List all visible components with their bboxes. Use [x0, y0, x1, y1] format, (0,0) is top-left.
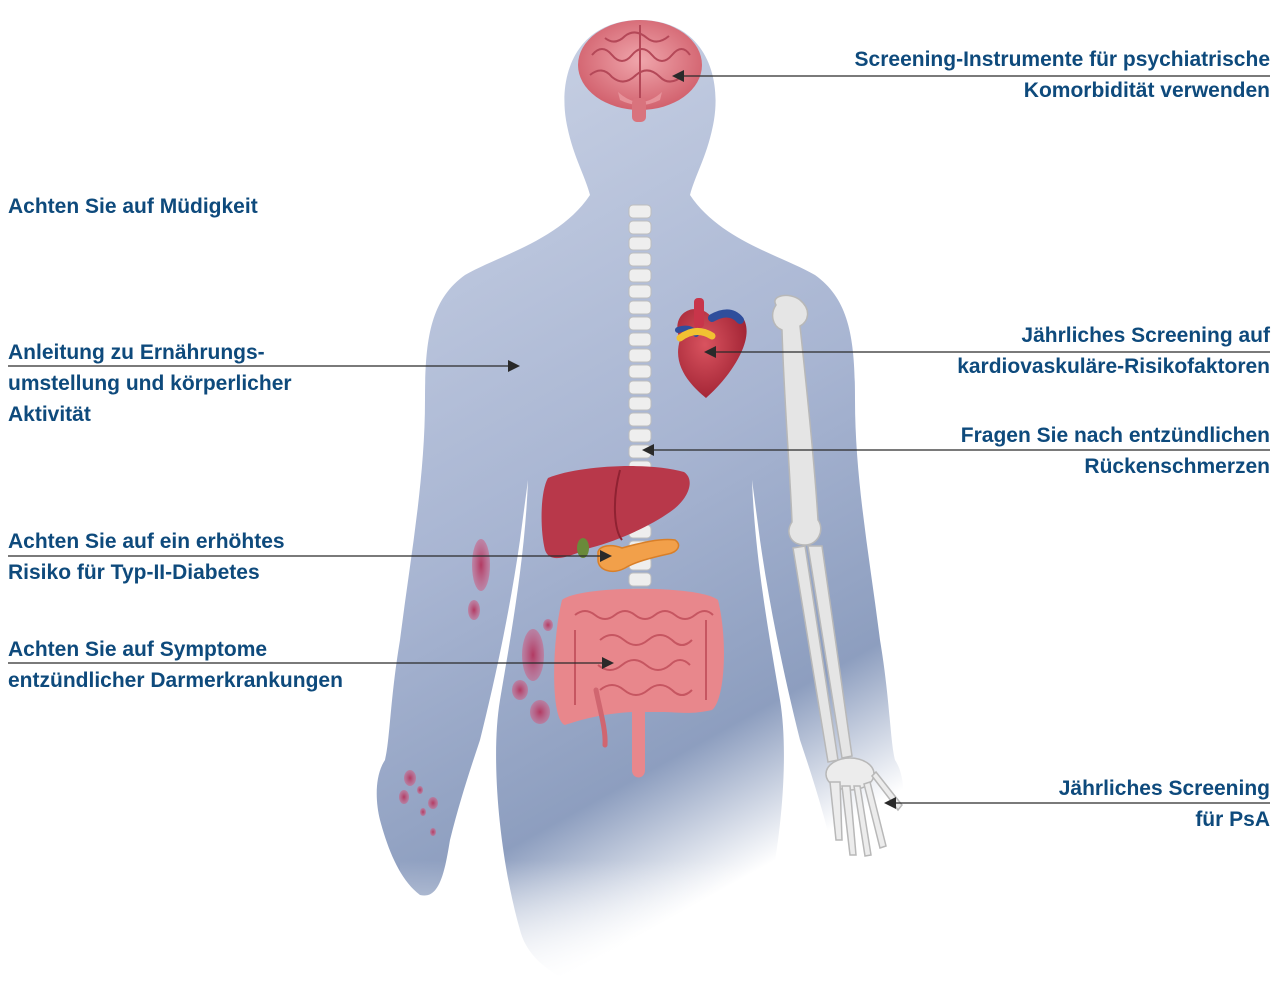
label-diabetes-risk: Achten Sie auf ein erhöhtes Risiko für T…: [8, 526, 285, 588]
label-line: Anleitung zu Ernährungs-: [8, 337, 292, 368]
label-line: Risiko für Typ-II-Diabetes: [8, 557, 285, 588]
label-line: Achten Sie auf Müdigkeit: [8, 191, 258, 222]
vertebra: [629, 285, 651, 298]
label-psychiatric-screening: Screening-Instrumente für psychiatrische…: [855, 44, 1270, 106]
vertebra: [629, 205, 651, 218]
vertebra: [629, 333, 651, 346]
label-line: Jährliches Screening auf: [957, 320, 1270, 351]
vertebra: [629, 381, 651, 394]
label-line: kardiovaskuläre-Risikofaktoren: [957, 351, 1270, 382]
vertebra: [629, 237, 651, 250]
vertebra: [629, 269, 651, 282]
vertebra: [629, 573, 651, 586]
vertebra: [629, 397, 651, 410]
label-line: Aktivität: [8, 399, 292, 430]
vertebra: [629, 221, 651, 234]
label-psa-screening: Jährliches Screening für PsA: [1059, 773, 1270, 835]
label-line: Rückenschmerzen: [961, 451, 1270, 482]
label-line: Achten Sie auf Symptome: [8, 634, 343, 665]
label-line: Achten Sie auf ein erhöhtes: [8, 526, 285, 557]
label-line: Screening-Instrumente für psychiatrische: [855, 44, 1270, 75]
label-cardio-screening: Jährliches Screening auf kardiovaskuläre…: [957, 320, 1270, 382]
label-line: entzündlicher Darmerkrankungen: [8, 665, 343, 696]
label-line: Fragen Sie nach entzündlichen: [961, 420, 1270, 451]
label-line: umstellung und körperlicher: [8, 368, 292, 399]
label-line: Jährliches Screening: [1059, 773, 1270, 804]
vertebra: [629, 349, 651, 362]
vertebra: [629, 253, 651, 266]
vertebra: [629, 317, 651, 330]
label-line: für PsA: [1059, 804, 1270, 835]
label-back-pain: Fragen Sie nach entzündlichen Rückenschm…: [961, 420, 1270, 482]
vertebra: [629, 413, 651, 426]
vertebra: [629, 365, 651, 378]
label-line: Komorbidität verwenden: [855, 75, 1270, 106]
vertebra: [629, 301, 651, 314]
label-ibd-symptoms: Achten Sie auf Symptome entzündlicher Da…: [8, 634, 343, 696]
vertebra: [629, 429, 651, 442]
label-fatigue: Achten Sie auf Müdigkeit: [8, 191, 258, 222]
label-diet-activity: Anleitung zu Ernährungs- umstellung und …: [8, 337, 292, 430]
